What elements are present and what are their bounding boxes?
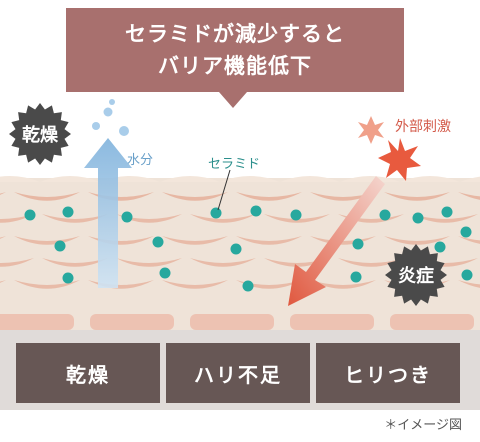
skin-cell <box>384 236 450 245</box>
ceramide-dot <box>152 236 164 248</box>
skin-cell <box>0 214 34 223</box>
skin-cell <box>384 192 450 201</box>
ceramide-dot <box>441 206 453 218</box>
skin-surface <box>220 176 280 182</box>
skin-surface <box>340 176 400 182</box>
skin-cell <box>458 192 480 200</box>
skin-cell <box>0 280 6 283</box>
title-bubble: セラミドが減少すると バリア機能低下 <box>66 8 404 92</box>
skin-cell <box>0 258 34 267</box>
skin-brick <box>190 314 274 330</box>
skin-brick <box>0 314 74 330</box>
ceramide-dot <box>62 206 74 218</box>
skin-surface <box>280 176 340 182</box>
bubble-tail <box>219 92 247 108</box>
stimulus-arrow <box>288 176 385 306</box>
skin-cell <box>412 214 478 223</box>
skin-cell <box>162 280 228 289</box>
ceramide-dot <box>230 243 242 255</box>
image-note: ＊イメージ図 <box>384 418 462 433</box>
skin-cell <box>162 236 228 245</box>
skin-surface <box>460 176 480 182</box>
ceramide-dot <box>62 272 74 284</box>
skin-surface <box>160 176 220 182</box>
skin-cell <box>236 192 302 201</box>
skin-cell <box>116 214 182 223</box>
skin-cell <box>310 192 376 201</box>
skin-cell <box>14 280 80 289</box>
ceramide-dot <box>242 280 254 292</box>
ceramide-pointer <box>217 169 231 211</box>
skin-cell <box>42 214 108 223</box>
ceramide-dot <box>350 271 362 283</box>
skin-brick <box>90 314 174 330</box>
skin-cell <box>264 214 330 223</box>
water-arrow <box>84 138 132 288</box>
ceramide-dot <box>434 241 446 253</box>
ceramide-dots <box>24 205 473 292</box>
skin-cell <box>14 192 80 201</box>
skin-brick <box>390 314 474 330</box>
ceramide-dot <box>460 226 472 238</box>
stimulus-burst-small <box>358 116 384 144</box>
skin-cell <box>310 280 376 289</box>
water-droplet <box>92 122 100 130</box>
water-droplet <box>119 126 129 136</box>
skin-surface <box>40 176 100 182</box>
title-line-2: バリア機能低下 <box>158 54 312 78</box>
skin-cell <box>458 280 480 288</box>
result-stinging: ヒリつき <box>316 343 460 403</box>
skin-bottom-cells <box>0 314 474 330</box>
ceramide-dot <box>352 238 364 250</box>
ceramide-dot <box>210 207 222 219</box>
skin-cell <box>116 258 182 267</box>
ceramide-dot <box>461 269 473 281</box>
skin-cell <box>162 192 228 201</box>
dryness-burst-icon <box>9 103 71 165</box>
inflammation-burst-icon <box>385 244 447 306</box>
ceramide-dot <box>24 209 36 221</box>
ceramide-dot <box>121 211 133 223</box>
skin-cell <box>236 236 302 245</box>
skin-surface <box>400 176 460 182</box>
skin-cell <box>190 258 256 267</box>
external-stimulus-label: 外部刺激 <box>395 119 451 135</box>
water-droplet <box>109 99 115 105</box>
title-line-1: セラミドが減少すると <box>125 22 345 46</box>
result-lack-of-firmness: ハリ不足 <box>166 343 310 403</box>
dryness-badge-text: 乾燥 <box>22 125 58 146</box>
skin-cell <box>338 258 404 267</box>
water-label: 水分 <box>127 153 154 168</box>
ceramide-label: セラミド <box>208 157 261 172</box>
ceramide-dot <box>290 209 302 221</box>
skin-cell <box>190 214 256 223</box>
skin-cell <box>0 192 6 195</box>
ceramide-dot <box>250 205 262 217</box>
water-droplet <box>103 107 113 117</box>
result-dryness: 乾燥 <box>16 343 160 403</box>
skin-surface <box>0 176 40 182</box>
inflammation-badge: 炎症 <box>384 243 448 307</box>
dryness-badge: 乾燥 <box>8 102 72 166</box>
ceramide-dot <box>159 267 171 279</box>
ceramide-dot <box>412 212 424 224</box>
stimulus-burst-large <box>378 138 421 181</box>
skin-brick <box>290 314 374 330</box>
inflammation-badge-text: 炎症 <box>398 266 434 287</box>
ceramide-dot <box>379 209 391 221</box>
skin-cell <box>42 258 108 267</box>
skin-cell <box>458 236 480 244</box>
skin-cell <box>0 236 6 239</box>
ceramide-dot <box>54 240 66 252</box>
